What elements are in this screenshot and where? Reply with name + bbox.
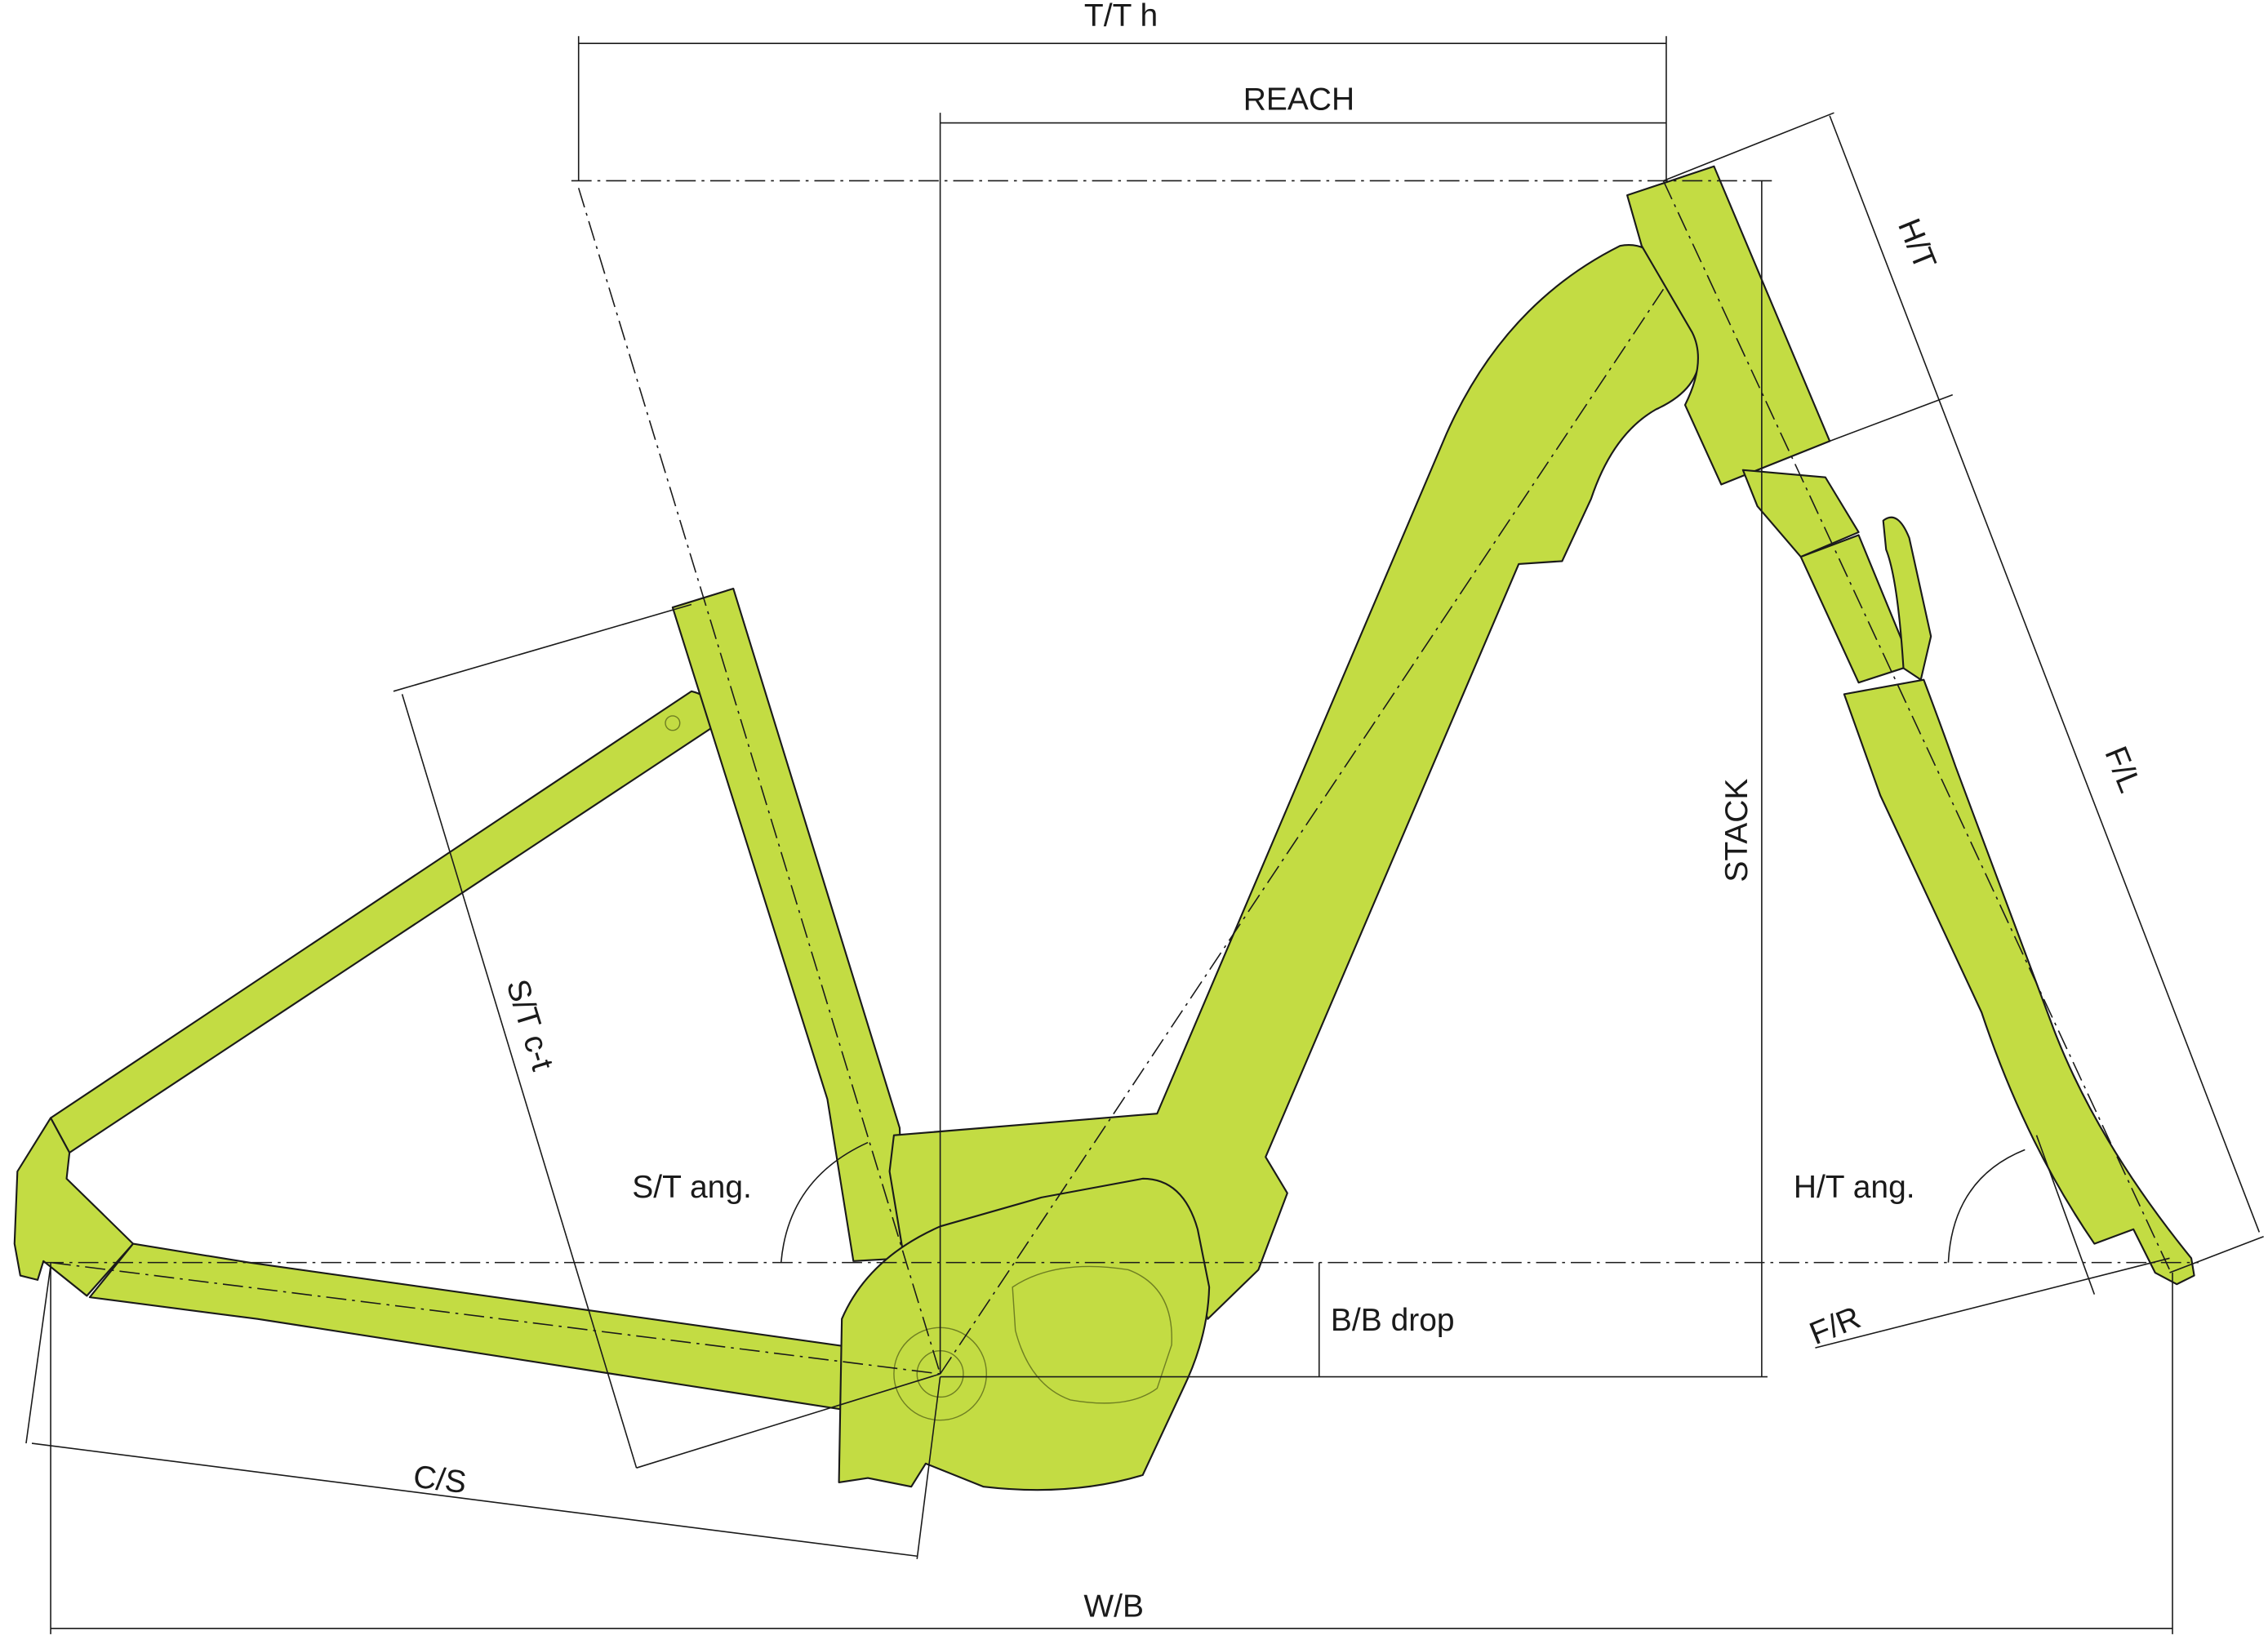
label-seat-tube-ct: S/T c-t [500, 976, 561, 1075]
label-head-tube-angle: H/T ang. [1794, 1170, 1915, 1205]
fork-blade [1843, 678, 2195, 1286]
centerlines [43, 180, 2199, 1375]
label-wheelbase: W/B [1083, 1589, 1144, 1624]
seat-stay [50, 690, 720, 1154]
head-tube [1626, 165, 1831, 486]
label-fork-rake: F/R [1805, 1300, 1866, 1352]
motor-housing [838, 1177, 1211, 1491]
motor-cover [1012, 1265, 1172, 1404]
bike-frame [13, 165, 2195, 1491]
fork-crown [1741, 469, 1860, 558]
seat-tube [671, 587, 905, 1262]
down-tube [888, 244, 1701, 1320]
dimension-lines [25, 36, 2264, 1634]
bolt-icon [665, 715, 681, 731]
label-stack: STACK [1719, 779, 1754, 882]
label-head-tube: H/T [1891, 214, 1942, 274]
label-bb-drop: B/B drop [1331, 1303, 1455, 1338]
chain-stay [88, 1242, 857, 1411]
label-reach: REACH [1243, 82, 1354, 118]
label-fork-length: F/L [2097, 741, 2147, 797]
label-tt-h: T/T h [1084, 0, 1158, 33]
label-seat-tube-angle: S/T ang. [632, 1170, 752, 1205]
fender-bracket [1882, 516, 1932, 681]
label-chainstay: C/S [411, 1459, 469, 1500]
